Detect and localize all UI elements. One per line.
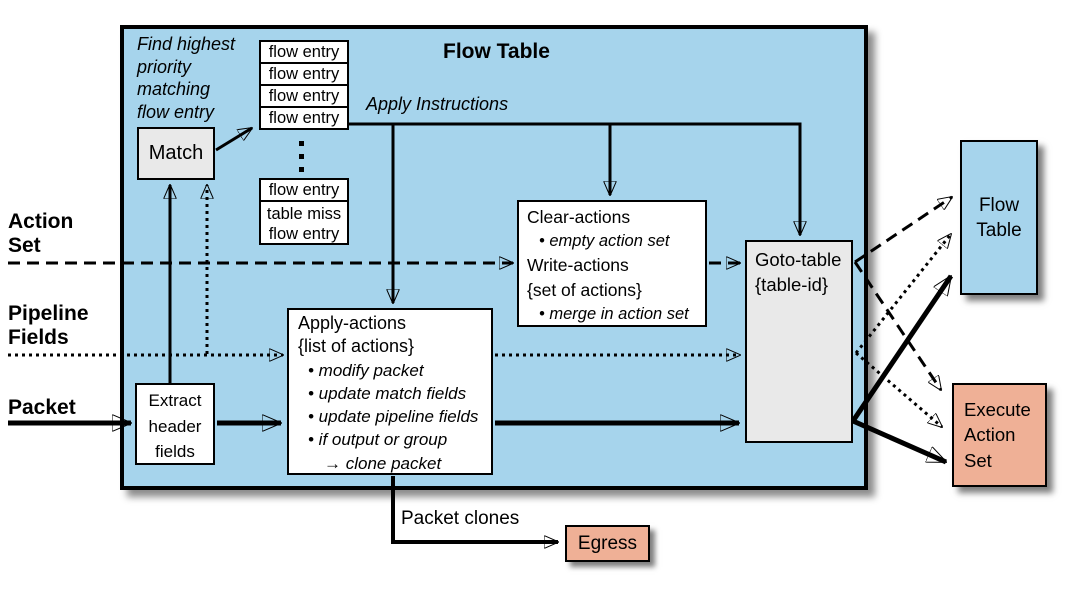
clear-write-actions-box: Clear-actions • empty action set Write-a… (517, 200, 707, 327)
packet-label: Packet (8, 396, 76, 419)
action-set-label-line: Action (8, 210, 74, 233)
goto-table-box: Goto-table {table-id} (745, 240, 853, 443)
table-miss-line: table miss (266, 205, 342, 223)
next-flow-table-line: Flow (978, 194, 1020, 216)
apply-actions-sub: {list of actions} (298, 336, 415, 357)
execute-line: Action (964, 424, 1016, 446)
apply-instructions-label: Apply Instructions (366, 94, 509, 114)
match-note-line: flow entry (137, 101, 215, 122)
write-actions-sub: {set of actions} (527, 279, 642, 300)
flow-entry-row: flow entry (259, 178, 349, 202)
packet-clones-label: Packet clones (401, 508, 520, 529)
match-note-line: Find highest (137, 34, 236, 54)
dot (299, 167, 304, 172)
goto-table-id: {table-id} (755, 274, 829, 295)
extract-line: header (148, 416, 202, 436)
clear-actions-item: • empty action set (539, 232, 670, 251)
match-note: Find highest priority matching flow entr… (137, 33, 235, 123)
clear-actions-title: Clear-actions (527, 207, 631, 227)
apply-actions-title: Apply-actions (298, 313, 407, 333)
apply-actions-item: • if output or group (308, 430, 448, 450)
apply-actions-box: Apply-actions {list of actions} • modify… (287, 308, 493, 475)
goto-to-flow-table-pipeline-arrow (854, 234, 951, 354)
egress-box: Egress (565, 525, 650, 562)
dot (299, 154, 304, 159)
match-note-line: priority (137, 56, 192, 77)
apply-actions-item: → clone packet (324, 453, 442, 473)
ellipsis-dots (299, 141, 304, 180)
write-actions-title: Write-actions (527, 255, 629, 276)
action-set-label: Action Set (8, 210, 73, 258)
match-box: Match (137, 127, 215, 180)
extract-line: Extract (148, 391, 202, 410)
apply-actions-item: • modify packet (308, 360, 424, 380)
goto-to-execute-pipeline-arrow (855, 351, 942, 427)
flow-entry-row: flow entry (259, 106, 349, 130)
flow-table-panel (120, 25, 868, 490)
table-miss-entry: table miss flow entry (259, 200, 349, 245)
action-set-label-line: Set (8, 234, 41, 257)
match-note-line: matching (137, 79, 211, 99)
flow-table-title: Flow Table (443, 40, 550, 63)
table-miss-line: flow entry (268, 225, 340, 243)
flow-entry-row: flow entry (259, 62, 349, 86)
goto-to-flow-table-action-set-arrow (854, 197, 952, 264)
goto-table-title: Goto-table (755, 249, 842, 270)
extract-header-fields-box: Extract header fields (135, 383, 215, 465)
dot (299, 141, 304, 146)
pipeline-fields-label-line: Pipeline (8, 302, 89, 325)
apply-actions-item: • update match fields (308, 383, 467, 403)
apply-actions-item: • update pipeline fields (308, 407, 479, 427)
flow-entry-row: flow entry (259, 84, 349, 108)
next-flow-table-box: Flow Table (960, 140, 1038, 295)
match-label: Match (148, 142, 204, 164)
execute-action-set-box: Execute Action Set (952, 383, 1047, 487)
flow-entry-stack-bottom: flow entry table miss flow entry (259, 178, 349, 245)
execute-line: Set (964, 449, 992, 471)
execute-line: Execute (964, 398, 1031, 420)
extract-line: fields (155, 442, 195, 461)
egress-label: Egress (577, 532, 638, 554)
pipeline-fields-label: Pipeline Fields (8, 302, 89, 350)
flow-entry-stack-top: flow entry flow entry flow entry flow en… (259, 40, 349, 130)
pipeline-fields-label-line: Fields (8, 326, 69, 349)
next-flow-table-line: Table (976, 219, 1022, 241)
write-actions-item: • merge in action set (539, 304, 689, 323)
flow-entry-row: flow entry (259, 40, 349, 64)
